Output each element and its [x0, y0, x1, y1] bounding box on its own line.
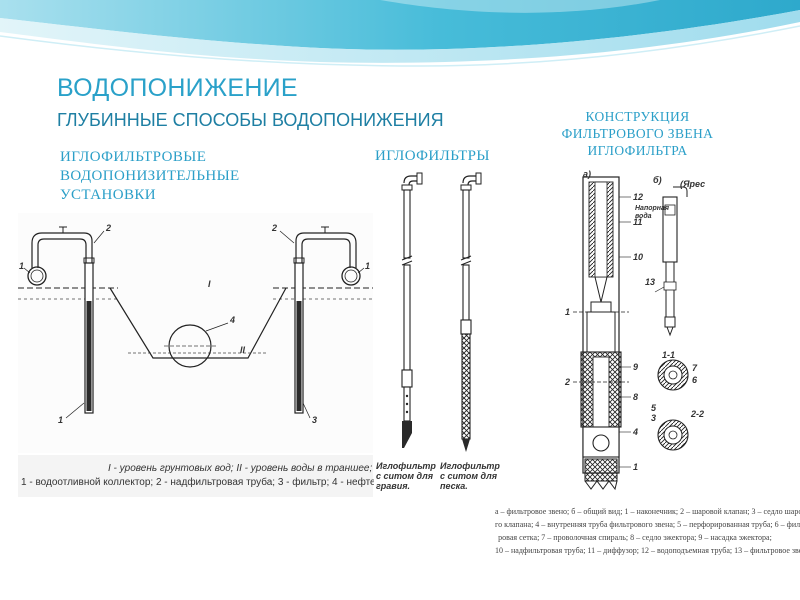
- installation-drawing: [18, 226, 373, 419]
- label-n11: 11: [633, 217, 643, 227]
- filter-link-drawing: [573, 176, 689, 491]
- filter-link-caption-line2: го клапана; 4 – внутренняя труба фильтро…: [495, 520, 800, 529]
- label-wellpoint-sand: Иглофильтр с ситом для песка.: [440, 461, 500, 491]
- wellpoints-diagram: Иглофильтр с ситом для гравия. Иглофильт…: [374, 168, 504, 495]
- label-n10: 10: [633, 252, 644, 262]
- left-section-heading: ИГЛОФИЛЬТРОВЫЕ ВОДОПОНИЗИТЕЛЬНЫЕ УСТАНОВ…: [60, 149, 240, 203]
- label-pipeline: 4: [230, 315, 236, 325]
- label-view-b: б): [653, 175, 662, 185]
- label-n8: 8: [633, 392, 639, 402]
- label-collector-right: 1: [365, 261, 371, 271]
- wellpoint-installation-diagram: 1 2 2 1 I 4 II 1 3: [18, 213, 373, 453]
- middle-section-heading: ИГЛОФИЛЬТРЫ: [375, 148, 490, 164]
- label-riser-right: 2: [272, 223, 278, 233]
- wellpoints-drawing: [401, 172, 482, 452]
- label-n4: 4: [633, 427, 639, 437]
- label-wellpoint-left: 1: [58, 415, 64, 425]
- label-n9: 9: [633, 362, 639, 372]
- label-section-2-2: 2-2: [691, 409, 705, 419]
- filter-link-caption-line3: ровая сетка; 7 – проволочная спираль; 8 …: [498, 533, 772, 542]
- slide-title: ВОДОПОНИЖЕНИЕ: [57, 74, 298, 102]
- installation-caption: I - уровень грунтовых вод; II - уровень …: [18, 455, 450, 497]
- label-riser-left: 2: [106, 223, 112, 233]
- label-groundwater-level: I: [208, 279, 211, 289]
- slide-subtitle: ГЛУБИННЫЕ СПОСОБЫ ВОДОПОНИЖЕНИЯ: [57, 110, 444, 130]
- label-pressure: (Ярес: [680, 179, 706, 189]
- label-section-1-1: 1-1: [662, 350, 676, 360]
- filter-link-caption-line4: 10 – надфильтровая труба; 11 – диффузор;…: [495, 546, 800, 555]
- label-n1: 1: [633, 462, 639, 472]
- wave-header: [0, 0, 800, 67]
- label-n7: 7: [692, 363, 698, 373]
- filter-link-caption-line1: а – фильтровое звено; б – общий вид; 1 –…: [495, 507, 800, 516]
- label-trench-water-level: II: [240, 345, 246, 355]
- label-section-1-1-left: 1: [565, 307, 571, 317]
- label-n12: 12: [633, 192, 644, 202]
- installation-caption-line2: 1 - водоотливной коллектор; 2 - надфильт…: [21, 477, 451, 488]
- label-collector-left: 1: [19, 261, 25, 271]
- label-wellpoint-gravel: Иглофильтр с ситом для гравия.: [376, 461, 436, 491]
- label-n5: 5: [651, 403, 657, 413]
- installation-caption-line1: I - уровень грунтовых вод; II - уровень …: [108, 463, 373, 474]
- filter-link-caption: а – фильтровое звено; б – общий вид; 1 –…: [495, 505, 800, 557]
- right-section-heading: КОНСТРУКЦИЯ ФИЛЬТРОВОГО ЗВЕНА ИГЛОФИЛЬТР…: [561, 109, 714, 158]
- label-n3: 3: [651, 413, 657, 423]
- label-filter-right: 3: [312, 415, 318, 425]
- label-pressure-water: Напорная вода: [635, 205, 670, 220]
- label-n13: 13: [645, 277, 656, 287]
- label-view-a: а): [583, 169, 592, 179]
- filter-link-diagram: а) б) (Ярес Напорная вода 12 11 10 9 8 4…: [545, 167, 760, 502]
- label-n6: 6: [692, 375, 698, 385]
- label-section-2-2-left: 2: [565, 377, 571, 387]
